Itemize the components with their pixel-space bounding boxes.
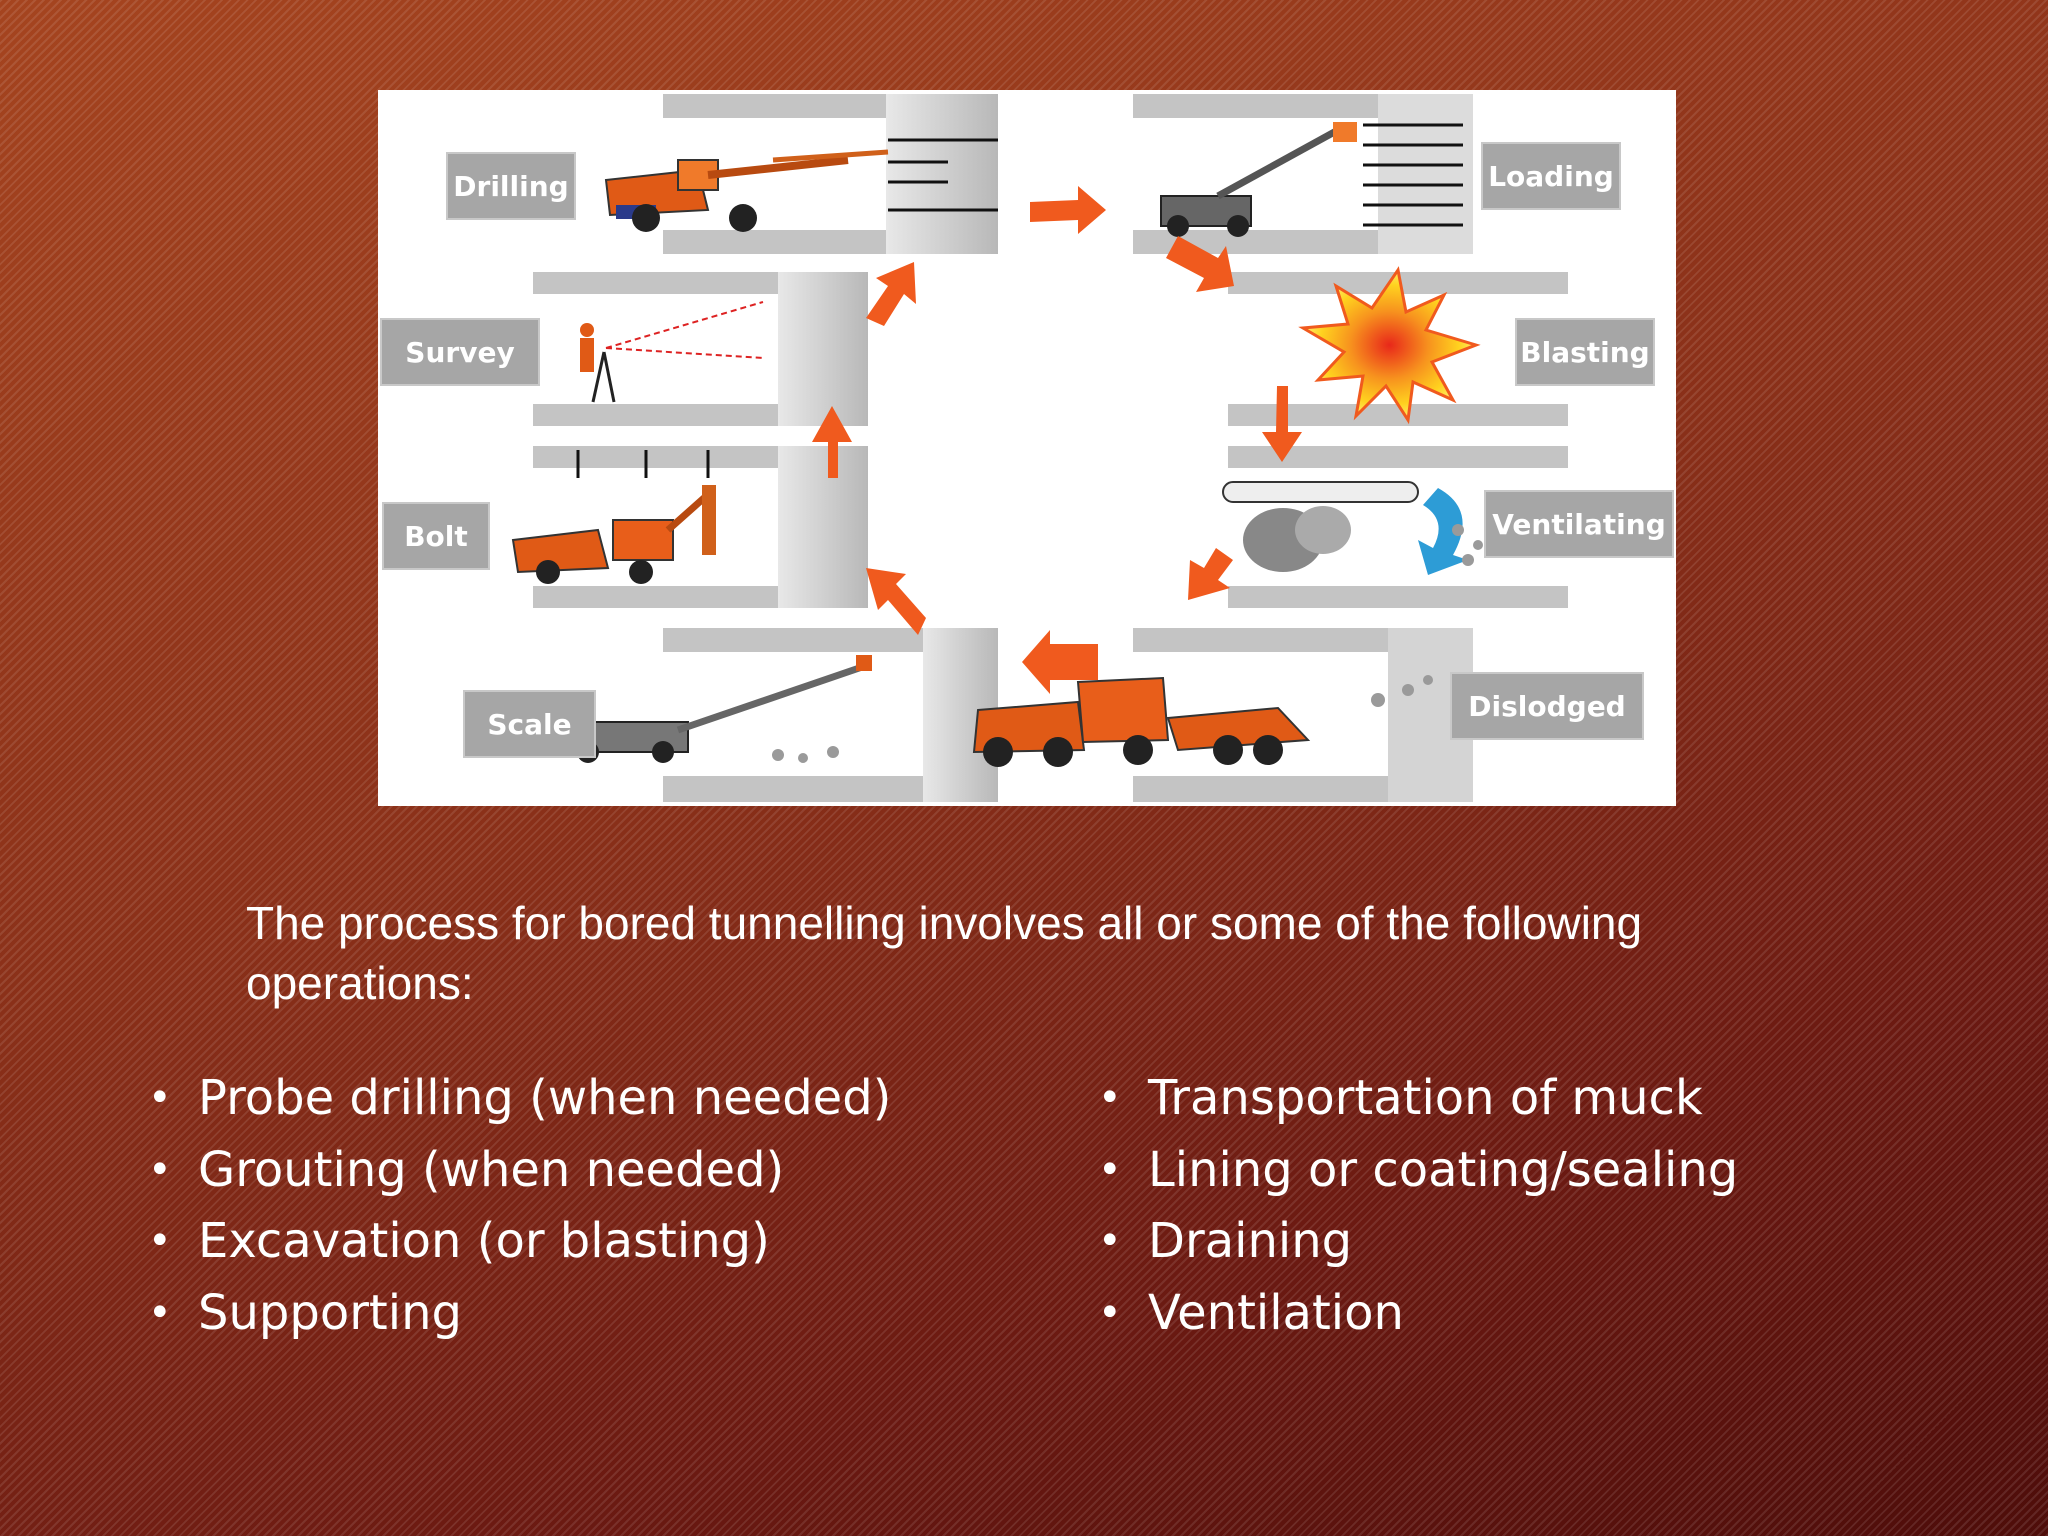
list-item: Lining or coating/sealing: [1098, 1135, 1738, 1207]
arrow-drilling-to-loading: [1030, 186, 1106, 234]
arrow-loading-to-blasting: [1166, 236, 1234, 292]
step-label-dislodged: Dislodged: [1450, 672, 1644, 740]
tunnel-dislodged: [1133, 628, 1473, 802]
list-item: Grouting (when needed): [148, 1135, 891, 1207]
arrow-dislodged-to-scale: [1022, 630, 1098, 694]
list-item: Excavation (or blasting): [148, 1206, 891, 1278]
cycle-arrows: [812, 186, 1302, 694]
arrow-survey-to-drilling: [866, 262, 916, 326]
list-item: Draining: [1098, 1206, 1738, 1278]
step-label-bolt: Bolt: [382, 502, 490, 570]
tunnel-ventilating: [1228, 446, 1568, 608]
step-label-survey: Survey: [380, 318, 540, 386]
step-label-drilling: Drilling: [446, 152, 576, 220]
list-item: Ventilation: [1098, 1278, 1738, 1350]
arrow-bolt-to-survey: [812, 406, 852, 478]
drill-holes: [888, 123, 1463, 227]
operations-list-left: Probe drilling (when needed) Grouting (w…: [148, 1063, 891, 1349]
arrow-scale-to-bolt: [866, 568, 926, 635]
list-item: Probe drilling (when needed): [148, 1063, 891, 1135]
tunnelling-cycle-diagram: Drilling Loading Survey Blasting Bolt Ve…: [378, 90, 1676, 806]
ventilation-icon: [1222, 481, 1468, 575]
rubble: [772, 524, 1483, 763]
tunnel-drilling: [663, 94, 998, 254]
step-label-ventilating: Ventilating: [1484, 490, 1674, 558]
intro-text: The process for bored tunnelling involve…: [246, 897, 1643, 1009]
surveyor-icon: [580, 301, 764, 403]
step-label-loading: Loading: [1481, 142, 1621, 210]
tunnel-survey: [533, 272, 868, 426]
arrow-ventilating-to-dislodged: [1188, 548, 1233, 600]
operations-list-right: Transportation of muck Lining or coating…: [1098, 1063, 1738, 1349]
tunnelling-cycle-illustration: [511, 94, 1568, 802]
blast-icon: [1298, 266, 1481, 425]
charging-rig-icon: [1160, 122, 1357, 237]
dump-truck-icon: [972, 676, 1311, 767]
list-item: Transportation of muck: [1098, 1063, 1738, 1135]
scaling-rig-icon: [567, 655, 872, 763]
list-item: Supporting: [148, 1278, 891, 1350]
arrow-blasting-to-ventilating: [1262, 386, 1302, 462]
step-label-blasting: Blasting: [1515, 318, 1655, 386]
tunnel-bolt: [533, 446, 868, 608]
bolting-rig-icon: [511, 450, 716, 584]
drilling-rig-icon: [604, 149, 889, 232]
step-label-scale: Scale: [463, 690, 596, 758]
